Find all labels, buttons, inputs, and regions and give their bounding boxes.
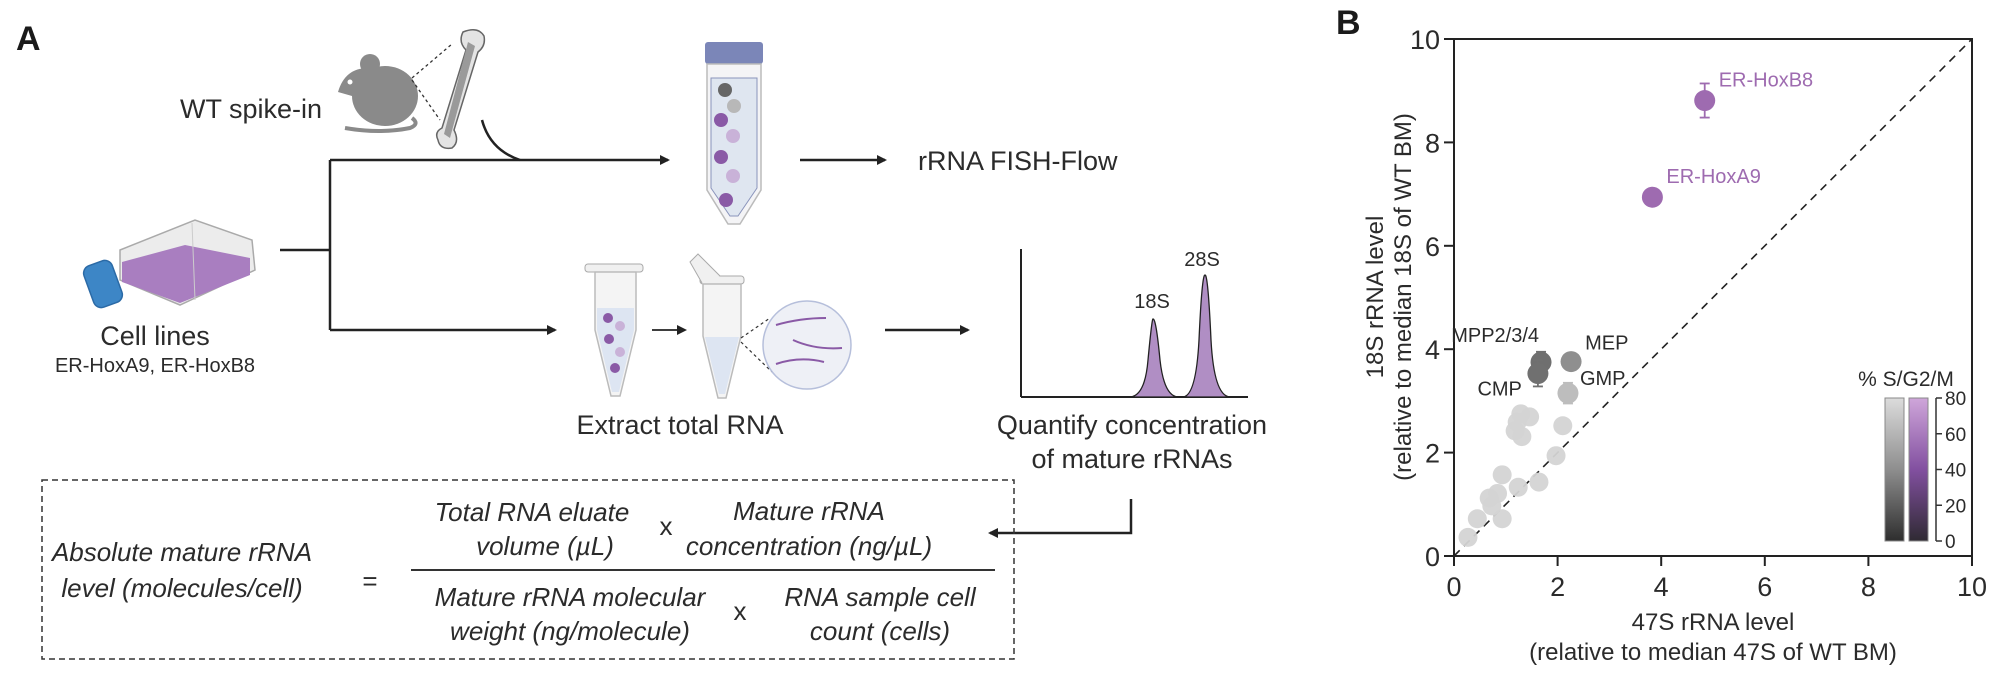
y-tick-label: 0 xyxy=(1425,542,1440,572)
data-point xyxy=(1546,446,1566,466)
formula-den-a-line2: weight (ng/molecule) xyxy=(450,616,690,646)
data-point-cmp xyxy=(1527,362,1549,384)
falcon-tube-icon xyxy=(705,42,763,225)
data-point-mep xyxy=(1560,351,1582,373)
culture-flask-icon xyxy=(82,219,256,309)
arrow-to-formula xyxy=(988,499,1133,538)
quantify-label-line2: of mature rRNAs xyxy=(1031,444,1232,474)
plot-frame xyxy=(1453,38,1973,557)
peak-18s xyxy=(1129,318,1179,398)
formula-lhs-line2: level (molecules/cell) xyxy=(61,573,302,603)
eppendorf-tube-with-cells-icon xyxy=(584,263,644,397)
data-point xyxy=(1458,527,1478,547)
quantify-label-line1: Quantify concentration xyxy=(997,410,1267,440)
point-label-mpp2-3-4: MPP2/3/4 xyxy=(1451,325,1539,347)
x-tick-label: 0 xyxy=(1446,572,1461,602)
formula-times-bottom: x xyxy=(734,596,747,626)
unlabeled-points xyxy=(1458,404,1573,547)
colorbar-ticks: 0 20 40 60 80 xyxy=(1935,389,1966,553)
data-point xyxy=(1553,416,1573,436)
formula-den-b-line2: count (cells) xyxy=(810,616,950,646)
data-point-er-hoxb8 xyxy=(1694,90,1716,112)
x-tick-label: 6 xyxy=(1757,572,1772,602)
colorbar-title: % S/G2/M xyxy=(1858,368,1954,391)
rna-molecules-icon xyxy=(762,300,852,390)
formula: Absolute mature rRNA level (molecules/ce… xyxy=(50,496,995,646)
x-tick-label: 8 xyxy=(1861,572,1876,602)
eppendorf-tube-rna-icon xyxy=(689,253,745,399)
electropherogram: 18S 28S xyxy=(1020,249,1248,398)
peak-28s xyxy=(1182,274,1231,398)
y-tick-label: 8 xyxy=(1425,128,1440,158)
extract-label: Extract total RNA xyxy=(576,410,783,440)
chart-axes xyxy=(1453,38,1973,557)
peak-18s-label: 18S xyxy=(1134,291,1170,313)
formula-num-a-line2: volume (µL) xyxy=(476,531,614,561)
formula-num-b-line1: Mature rRNA xyxy=(733,496,885,526)
x-tick-label: 4 xyxy=(1654,572,1669,602)
data-point xyxy=(1508,477,1528,497)
identity-reference-line xyxy=(1453,38,1973,557)
formula-num-b-line2: concentration (ng/µL) xyxy=(686,531,932,561)
y-tick-label: 10 xyxy=(1410,25,1440,55)
colorbar-tick-label: 0 xyxy=(1945,532,1956,553)
point-label-er-hoxb8: ER-HoxB8 xyxy=(1719,70,1813,92)
formula-den-b-line1: RNA sample cell xyxy=(784,582,976,612)
zoom-line xyxy=(411,79,441,121)
formula-lhs-line1: Absolute mature rRNA xyxy=(50,537,312,567)
y-tick-label: 4 xyxy=(1425,335,1440,365)
bone-icon xyxy=(435,29,486,150)
mouse-icon xyxy=(338,54,418,133)
zoom-line xyxy=(411,43,453,79)
x-tick-label: 10 xyxy=(1957,572,1987,602)
data-point xyxy=(1512,427,1532,447)
y-tick-label: 6 xyxy=(1425,232,1440,262)
colorbar: % S/G2/M 0 20 40 60 80 xyxy=(1858,368,1966,553)
x-axis-label-line2: (relative to median 47S of WT BM) xyxy=(1529,639,1897,666)
formula-equals: = xyxy=(362,566,377,596)
formula-num-a-line1: Total RNA eluate xyxy=(435,497,630,527)
colorbar-tick-label: 80 xyxy=(1945,389,1966,410)
data-point xyxy=(1492,509,1512,529)
fishflow-label: rRNA FISH-Flow xyxy=(918,146,1118,176)
data-point xyxy=(1482,496,1502,516)
cell-lines-subtitle: ER-HoxA9, ER-HoxB8 xyxy=(55,355,255,377)
formula-box xyxy=(41,479,1015,660)
peak-28s-label: 28S xyxy=(1184,249,1220,271)
point-label-er-hoxa9: ER-HoxA9 xyxy=(1666,166,1760,188)
colorbar-tick-label: 60 xyxy=(1945,425,1966,446)
data-point-er-hoxa9 xyxy=(1641,186,1663,208)
spike-in-label: WT spike-in xyxy=(180,94,322,124)
colorbar-tick-label: 20 xyxy=(1945,496,1966,517)
panel-b-label: B xyxy=(1336,4,1361,42)
x-tick-label: 2 xyxy=(1550,572,1565,602)
data-point xyxy=(1467,509,1487,529)
formula-den-a-line1: Mature rRNA molecular xyxy=(435,582,707,612)
y-tick-label: 2 xyxy=(1425,439,1440,469)
spike-in-curve xyxy=(480,119,521,162)
data-point xyxy=(1529,472,1549,492)
colorbar-purple-scale xyxy=(1908,397,1929,542)
colorbar-tick-label: 40 xyxy=(1945,461,1966,482)
data-point-gmp xyxy=(1557,382,1579,404)
y-axis-label-line1: 18S rRNA level xyxy=(1362,216,1389,379)
point-label-gmp: GMP xyxy=(1580,368,1626,390)
x-axis-label-line1: 47S rRNA level xyxy=(1632,609,1795,636)
zoom-line xyxy=(740,341,773,373)
panel-a: A WT spike-in xyxy=(16,20,1267,660)
panel-a-label: A xyxy=(16,20,41,58)
data-point xyxy=(1492,465,1512,485)
colorbar-gray-scale xyxy=(1884,397,1905,542)
point-label-mep: MEP xyxy=(1585,333,1628,355)
formula-times-top: x xyxy=(660,511,673,541)
cell-lines-title: Cell lines xyxy=(100,321,210,351)
point-label-cmp: CMP xyxy=(1477,378,1521,400)
y-axis-label-line2: (relative to median 18S of WT BM) xyxy=(1390,113,1417,481)
